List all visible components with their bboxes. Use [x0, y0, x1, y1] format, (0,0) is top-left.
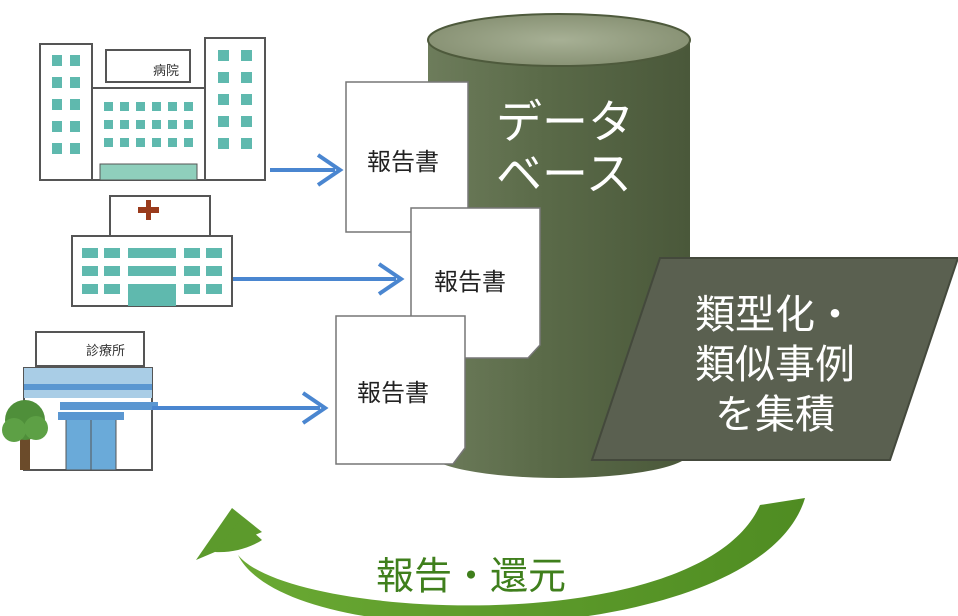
report-arrow-2 — [233, 262, 405, 296]
report-label-2: 報告書 — [434, 268, 506, 296]
report-arrow-3 — [152, 391, 329, 425]
database-title-line2: ベース — [496, 147, 632, 201]
database-title: データ ベース — [496, 96, 634, 200]
categorize-label: 類型化・ 類似事例 を集積 — [670, 290, 880, 440]
report-document-3 — [335, 315, 466, 465]
feedback-label: 報告・還元 — [376, 554, 567, 598]
clinic-building — [23, 331, 158, 471]
database-title-line1: データ — [496, 95, 634, 149]
hospital-building — [39, 37, 266, 181]
categorize-line2: 類似事例 — [695, 342, 855, 388]
categorize-line3: を集積 — [715, 392, 835, 438]
clinic-cross-building — [71, 195, 233, 307]
report-label-1: 報告書 — [367, 148, 439, 176]
report-label-3: 報告書 — [357, 379, 429, 407]
hospital-sign: 病院 — [153, 64, 180, 79]
clinic-sign: 診療所 — [86, 344, 126, 359]
feedback-loop-arrow — [196, 498, 805, 616]
report-arrow-1 — [270, 153, 344, 187]
categorize-line1: 類型化・ — [695, 292, 855, 338]
tree-icon — [2, 400, 48, 470]
categorize-panel — [590, 257, 958, 461]
